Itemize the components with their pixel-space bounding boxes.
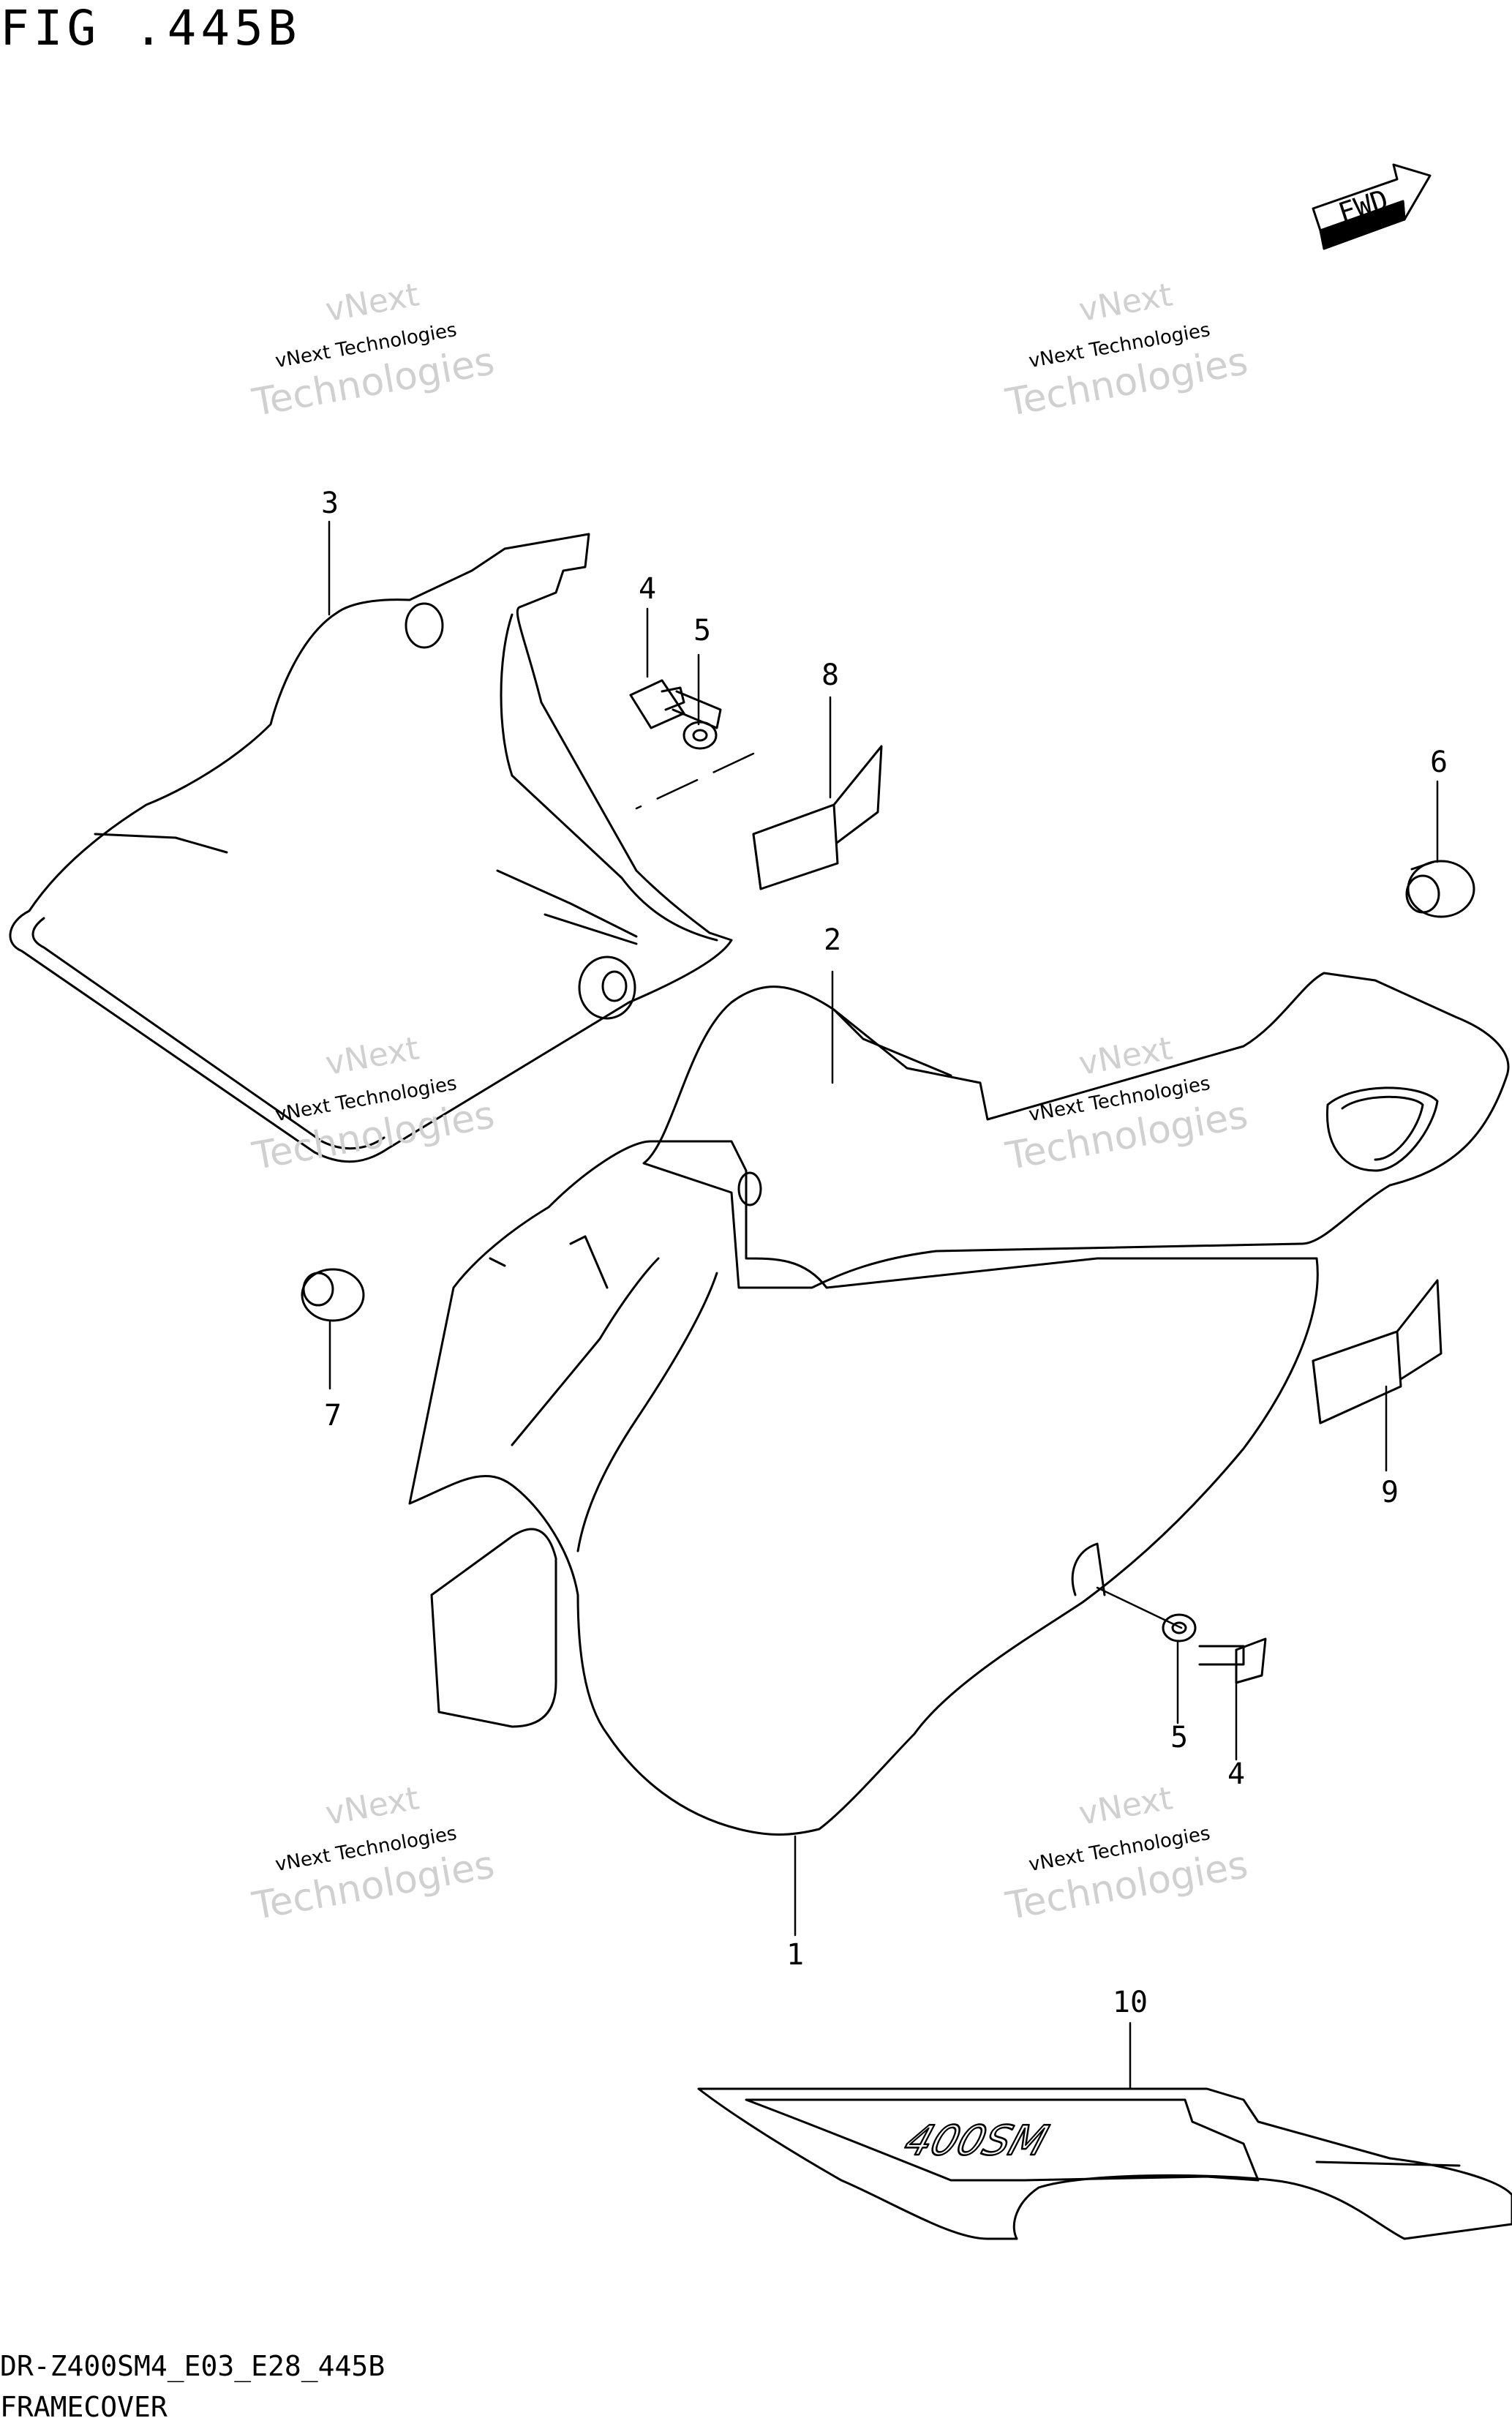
callout-5-lower: 5: [1170, 1721, 1189, 1754]
bolt-part-4-lower: [1198, 1637, 1267, 1684]
watermark-1: vNext vNext Technologies Technologies: [249, 276, 497, 425]
grommet-part-7: [301, 1268, 365, 1322]
callout-6: 6: [1429, 746, 1448, 779]
svg-text:vNext: vNext: [1076, 276, 1175, 329]
frame-cover-upper: [9, 533, 733, 1163]
page-caption: FRAMECOVER: [0, 2391, 168, 2423]
figure-title: FIG .445B: [0, 0, 301, 56]
watermark-2: vNext vNext Technologies Technologies: [1002, 276, 1251, 425]
frame-cover-side: [408, 1140, 1319, 1836]
callout-9: 9: [1380, 1476, 1399, 1509]
svg-text:vNext: vNext: [323, 276, 421, 329]
watermark-5: vNext vNext Technologies Technologies: [249, 1779, 497, 1929]
pad-part-8: [752, 745, 883, 890]
svg-text:vNext: vNext: [1076, 1779, 1175, 1833]
watermarks: vNext vNext Technologies Technologies vN…: [249, 276, 1251, 1929]
fwd-arrow-icon: FWD: [1312, 163, 1432, 250]
emblem-text: 400SM: [899, 2117, 1054, 2164]
svg-text:vNext: vNext: [323, 1029, 421, 1083]
callout-4-lower: 4: [1227, 1757, 1246, 1791]
callout-7: 7: [323, 1399, 342, 1433]
frame-cover-mid: [642, 972, 1510, 1289]
callout-10: 10: [1112, 1986, 1148, 2019]
svg-text:vNext: vNext: [323, 1779, 421, 1833]
callout-2: 2: [823, 923, 842, 957]
grommet-part-6: [1405, 860, 1475, 918]
emblem-part-10: 400SM: [697, 2087, 1512, 2240]
bolt-part-4-upper: [629, 679, 722, 729]
callout-4-upper: 4: [638, 572, 657, 606]
callout-8: 8: [821, 658, 840, 692]
callout-1: 1: [786, 1938, 805, 1972]
watermark-4: vNext vNext Technologies Technologies: [1002, 1029, 1251, 1179]
callout-5-upper: 5: [693, 614, 712, 647]
svg-text:vNext: vNext: [1076, 1029, 1175, 1083]
watermark-3: vNext vNext Technologies Technologies: [249, 1029, 497, 1179]
callout-3: 3: [320, 487, 339, 520]
watermark-6: vNext vNext Technologies Technologies: [1002, 1779, 1251, 1929]
washer-part-5-upper: [682, 721, 718, 750]
washer-part-5-lower: [1162, 1613, 1197, 1643]
pad-part-9: [1312, 1279, 1443, 1424]
leader-lines: [328, 520, 1439, 2090]
model-code: DR-Z400SM4_E03_E28_445B: [0, 2350, 385, 2382]
